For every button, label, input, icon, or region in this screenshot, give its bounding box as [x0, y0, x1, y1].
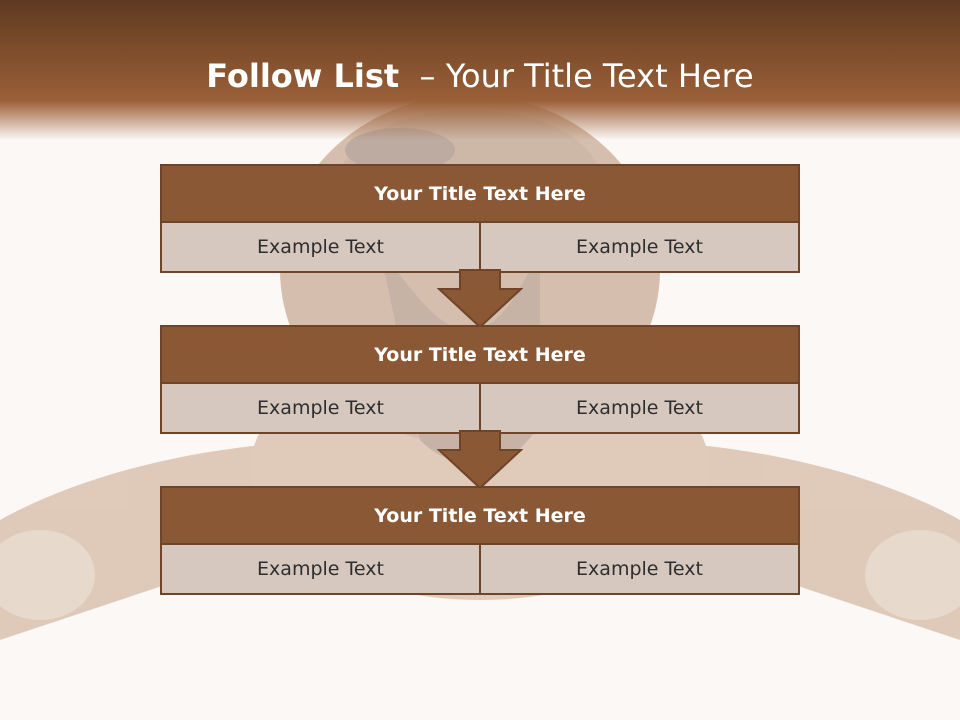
step-box-1: Your Title Text Here Example Text Exampl…: [160, 164, 800, 273]
slide-title-bold: Follow List: [206, 57, 400, 95]
step-title: Your Title Text Here: [162, 166, 798, 223]
slide-title: Follow List – Your Title Text Here: [0, 52, 960, 100]
header-band: [0, 0, 960, 140]
step-cells: Example Text Example Text: [162, 545, 798, 593]
step-title: Your Title Text Here: [162, 327, 798, 384]
down-arrow-icon: [437, 269, 523, 329]
step-cell-right: Example Text: [479, 384, 798, 432]
down-arrow-icon: [437, 430, 523, 490]
step-cells: Example Text Example Text: [162, 384, 798, 432]
step-box-2: Your Title Text Here Example Text Exampl…: [160, 325, 800, 434]
step-cell-left: Example Text: [162, 545, 479, 593]
step-cell-left: Example Text: [162, 223, 479, 271]
step-cell-right: Example Text: [479, 545, 798, 593]
slide-title-rest: – Your Title Text Here: [399, 57, 754, 95]
step-box-3: Your Title Text Here Example Text Exampl…: [160, 486, 800, 595]
step-cell-left: Example Text: [162, 384, 479, 432]
step-cell-right: Example Text: [479, 223, 798, 271]
step-title: Your Title Text Here: [162, 488, 798, 545]
step-cells: Example Text Example Text: [162, 223, 798, 271]
